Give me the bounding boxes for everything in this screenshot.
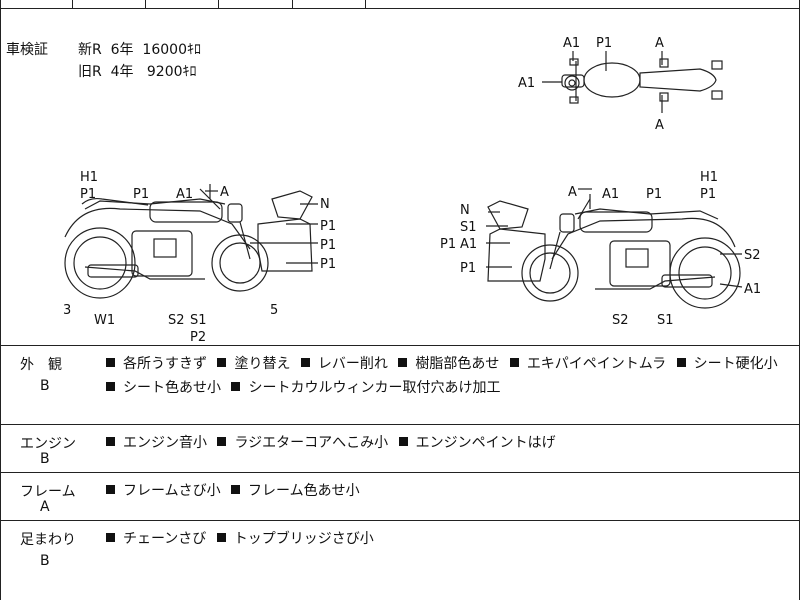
diagram-label: P1 [320, 257, 336, 272]
strip-divider [292, 0, 293, 8]
section-items: エンジン音小 ラジエターコアへこみ小 エンジンペイントはげ [106, 431, 786, 455]
diagram-label: P1 [440, 237, 456, 252]
diagram-label: P1 [320, 219, 336, 234]
strip-divider [72, 0, 73, 8]
section-engine: エンジン B エンジン音小 ラジエターコアへこみ小 エンジンペイントはげ [0, 425, 800, 473]
strip-divider [145, 0, 146, 8]
list-item: 樹脂部色あせ [398, 356, 499, 372]
left-view-labels: H1 P1 P1 A1 A N P1 P1 P1 3 W1 S2 S1 P2 5 [63, 170, 336, 345]
diagram-label: A1 [602, 187, 619, 202]
diagram-label: H1 [80, 170, 98, 185]
diagram-label: P2 [190, 330, 206, 345]
diagram-label: P1 [646, 187, 662, 202]
list-item: ラジエターコアへこみ小 [217, 435, 388, 451]
section-items: フレームさび小 フレーム色あせ小 [106, 479, 786, 503]
diagram-label: A1 [460, 237, 477, 252]
diagram-label: A1 [176, 187, 193, 202]
section-grade: A [40, 499, 50, 515]
diagram-label: N [460, 203, 470, 218]
list-item: チェーンさび [106, 531, 206, 547]
diagram-label: N [320, 197, 330, 212]
diagram-label: 3 [63, 303, 71, 318]
diagram-label: S2 [744, 248, 761, 263]
diagram-label: A [655, 36, 664, 51]
list-item: シート色あせ小 [106, 380, 221, 396]
motorcycle-right-view [486, 188, 743, 309]
list-item: 塗り替え [217, 356, 290, 372]
diagram-label: A [568, 185, 577, 200]
section-grade: B [40, 378, 50, 394]
diagram-label: A [655, 118, 664, 133]
diagram-label: S1 [460, 220, 477, 235]
registration-new: 新R 6年 16000ｷﾛ [78, 42, 201, 58]
registration-heading: 車検証 [6, 42, 48, 58]
diagram-label: P1 [80, 187, 96, 202]
motorcycle-top-view [542, 51, 723, 113]
diagram-label: S2 [168, 313, 185, 328]
section-grade: B [40, 451, 50, 467]
strip-divider [365, 0, 366, 8]
motorcycle-left-view [64, 184, 318, 299]
section-frame: フレーム A フレームさび小 フレーム色あせ小 [0, 473, 800, 521]
section-exterior: 外 観 B 各所うすきず 塗り替え レバー削れ 樹脂部色あせ エキパイペイントム… [0, 346, 800, 425]
damage-diagram: A1 P1 A A1 A [63, 36, 761, 345]
top-table-strip [0, 0, 800, 9]
diagram-label: W1 [94, 313, 115, 328]
diagram-label: A1 [563, 36, 580, 51]
section-grade: B [40, 553, 50, 569]
strip-divider [218, 0, 219, 8]
list-item: エキパイペイントムラ [509, 356, 666, 372]
list-item: シート硬化小 [676, 356, 778, 372]
diagram-label: P1 [700, 187, 716, 202]
list-item: エンジン音小 [106, 435, 207, 451]
diagram-area: 車検証 新R 6年 16000ｷﾛ 旧R 4年 9200ｷﾛ A1 [0, 9, 800, 346]
diagram-label: P1 [133, 187, 149, 202]
section-category: 足まわり [20, 532, 76, 548]
section-items: チェーンさび トップブリッジさび小 [106, 527, 786, 551]
list-item: シートカウルウィンカー取付穴あけ加工 [231, 380, 500, 396]
diagram-label: S1 [190, 313, 207, 328]
diagram-label: A [220, 185, 229, 200]
diagram-label: 5 [270, 303, 278, 318]
section-undercarriage: 足まわり B チェーンさび トップブリッジさび小 [0, 521, 800, 600]
diagram-label: P1 [596, 36, 612, 51]
section-items: 各所うすきず 塗り替え レバー削れ 樹脂部色あせ エキパイペイントムラ シート硬… [106, 352, 786, 400]
list-item: フレーム色あせ小 [231, 483, 360, 499]
diagram-label: S2 [612, 313, 629, 328]
list-item: エンジンペイントはげ [398, 435, 556, 451]
registration-old: 旧R 4年 9200ｷﾛ [78, 64, 197, 80]
list-item: 各所うすきず [106, 356, 207, 372]
section-category: 外 観 [20, 357, 62, 373]
diagram-label: P1 [320, 238, 336, 253]
section-category: エンジン [20, 436, 76, 452]
list-item: レバー削れ [300, 356, 388, 372]
diagram-label: A1 [744, 282, 761, 297]
list-item: フレームさび小 [106, 483, 221, 499]
top-view-labels: A1 P1 A A1 A [518, 36, 664, 133]
right-view-labels: N S1 P1 A1 P1 A A1 P1 H1 P1 S2 A1 S2 S1 [440, 170, 761, 328]
diagram-label: A1 [518, 76, 535, 91]
diagram-label: H1 [700, 170, 718, 185]
list-item: トップブリッジさび小 [216, 531, 374, 547]
section-category: フレーム [20, 484, 76, 500]
diagram-label: P1 [460, 261, 476, 276]
diagram-label: S1 [657, 313, 674, 328]
